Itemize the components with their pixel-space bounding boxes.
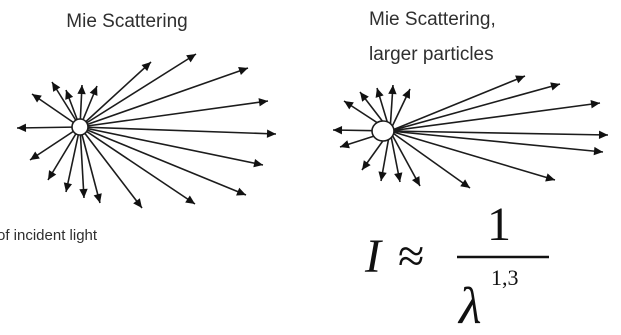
right-scatter-ray-18-arrowhead bbox=[515, 75, 525, 84]
formula-numerator: 1 bbox=[487, 198, 511, 251]
right-scatter-ray-9-arrowhead bbox=[378, 171, 387, 181]
incident-light-caption: of incident light bbox=[0, 227, 98, 244]
right-scatter-ray-2-arrowhead bbox=[590, 100, 600, 109]
right-scatter-ray-7-arrowhead bbox=[412, 176, 420, 186]
right-scatter-ray-3-arrowhead bbox=[598, 130, 608, 140]
left-scatter-ray-5-line bbox=[79, 126, 264, 166]
left-scatter-ray-2-arrowhead bbox=[238, 67, 248, 75]
right-scatter-ray-4-arrowhead bbox=[593, 146, 603, 156]
right-scatter-ray-1-arrowhead bbox=[550, 82, 560, 91]
right-scatter-ray-1-line bbox=[389, 83, 561, 132]
right-scatter-ray-4-line bbox=[389, 130, 604, 153]
left-scatter-ray-12-line bbox=[47, 126, 81, 181]
right-panel-title-line2: larger particles bbox=[369, 44, 494, 65]
left-scatter-ray-1-line bbox=[79, 53, 197, 128]
left-scatter-ray-7-line bbox=[79, 126, 196, 205]
left-scatter-ray-9-line bbox=[79, 126, 101, 204]
left-scatter-ray-20-line bbox=[79, 61, 152, 128]
right-scatter-ray-10-arrowhead bbox=[362, 160, 371, 170]
left-scatter-ray-8-line bbox=[79, 126, 143, 209]
right-scatter-ray-2-line bbox=[389, 102, 601, 132]
left-panel-title: Mie Scattering bbox=[66, 11, 187, 32]
right-scatter-ray-5-line bbox=[389, 130, 556, 181]
right-scatter-ray-5-arrowhead bbox=[545, 173, 555, 182]
right-panel-title-line1: Mie Scattering, bbox=[369, 9, 496, 30]
left-particle bbox=[71, 118, 89, 136]
right-scatter-ray-17-arrowhead bbox=[402, 89, 410, 99]
formula-intensity-symbol: I bbox=[364, 230, 383, 283]
left-scatter-ray-15-line bbox=[31, 93, 81, 128]
right-scatter-ray-13-arrowhead bbox=[344, 101, 354, 110]
left-scatter-ray-10-line bbox=[79, 126, 85, 199]
left-scatter-ray-2-line bbox=[79, 67, 249, 128]
left-scatter-ray-3-arrowhead bbox=[258, 98, 268, 107]
right-scatter-ray-16-arrowhead bbox=[388, 85, 397, 95]
left-scatter-ray-20-arrowhead bbox=[141, 62, 151, 72]
left-scatter-ray-6-arrowhead bbox=[236, 187, 246, 196]
right-scatter-ray-6-line bbox=[389, 130, 471, 189]
left-scatter-ray-15-arrowhead bbox=[32, 94, 42, 103]
left-scatter-ray-13-arrowhead bbox=[30, 151, 40, 160]
formula-approx-symbol: ≈ bbox=[398, 230, 424, 283]
right-scatter-ray-12-arrowhead bbox=[333, 125, 343, 135]
right-scatter-ray-8-arrowhead bbox=[394, 172, 403, 182]
left-scatter-ray-11-arrowhead bbox=[63, 182, 73, 192]
left-scatter-ray-18-arrowhead bbox=[77, 85, 86, 95]
left-scatter-ray-17-arrowhead bbox=[65, 90, 74, 100]
right-scatter-ray-15-arrowhead bbox=[375, 88, 384, 98]
right-scatter-ray-14-arrowhead bbox=[360, 92, 369, 102]
formula-exponent: 1,3 bbox=[491, 265, 519, 290]
left-scatter-ray-19-arrowhead bbox=[89, 86, 98, 96]
left-scatter-ray-5-arrowhead bbox=[253, 159, 263, 168]
left-scatter-ray-9-arrowhead bbox=[93, 193, 102, 203]
formula-lambda-symbol: λ bbox=[457, 278, 482, 335]
left-scatter-ray-3-line bbox=[79, 100, 269, 128]
left-scatter-ray-14-arrowhead bbox=[17, 123, 27, 133]
left-scatter-ray-11-line bbox=[65, 126, 81, 193]
left-scatter-ray-10-arrowhead bbox=[79, 188, 88, 198]
left-scatter-ray-4-line bbox=[79, 126, 277, 135]
left-scatter-ray-13-line bbox=[29, 126, 81, 161]
left-scatter-ray-14-line bbox=[16, 126, 81, 129]
right-particle bbox=[371, 120, 395, 142]
right-scatter-ray-6-arrowhead bbox=[460, 179, 470, 188]
left-scatter-ray-4-arrowhead bbox=[266, 129, 276, 138]
right-scatter-ray-11-arrowhead bbox=[340, 140, 350, 149]
left-scatter-ray-12-arrowhead bbox=[48, 170, 57, 180]
left-scatter-ray-8-arrowhead bbox=[133, 198, 142, 208]
right-scatter-ray-7-line bbox=[389, 130, 421, 187]
right-scatter-ray-3-line bbox=[389, 130, 609, 136]
left-scatter-ray-1-arrowhead bbox=[186, 54, 196, 63]
left-scatter-ray-16-arrowhead bbox=[52, 82, 61, 92]
left-scatter-ray-7-arrowhead bbox=[185, 195, 195, 204]
right-scatter-ray-18-line bbox=[389, 75, 526, 132]
intensity-formula: I ≈ 1 λ 1,3 bbox=[364, 198, 549, 335]
left-scatter-ray-6-line bbox=[79, 126, 247, 196]
left-scattering-pattern bbox=[16, 53, 277, 209]
